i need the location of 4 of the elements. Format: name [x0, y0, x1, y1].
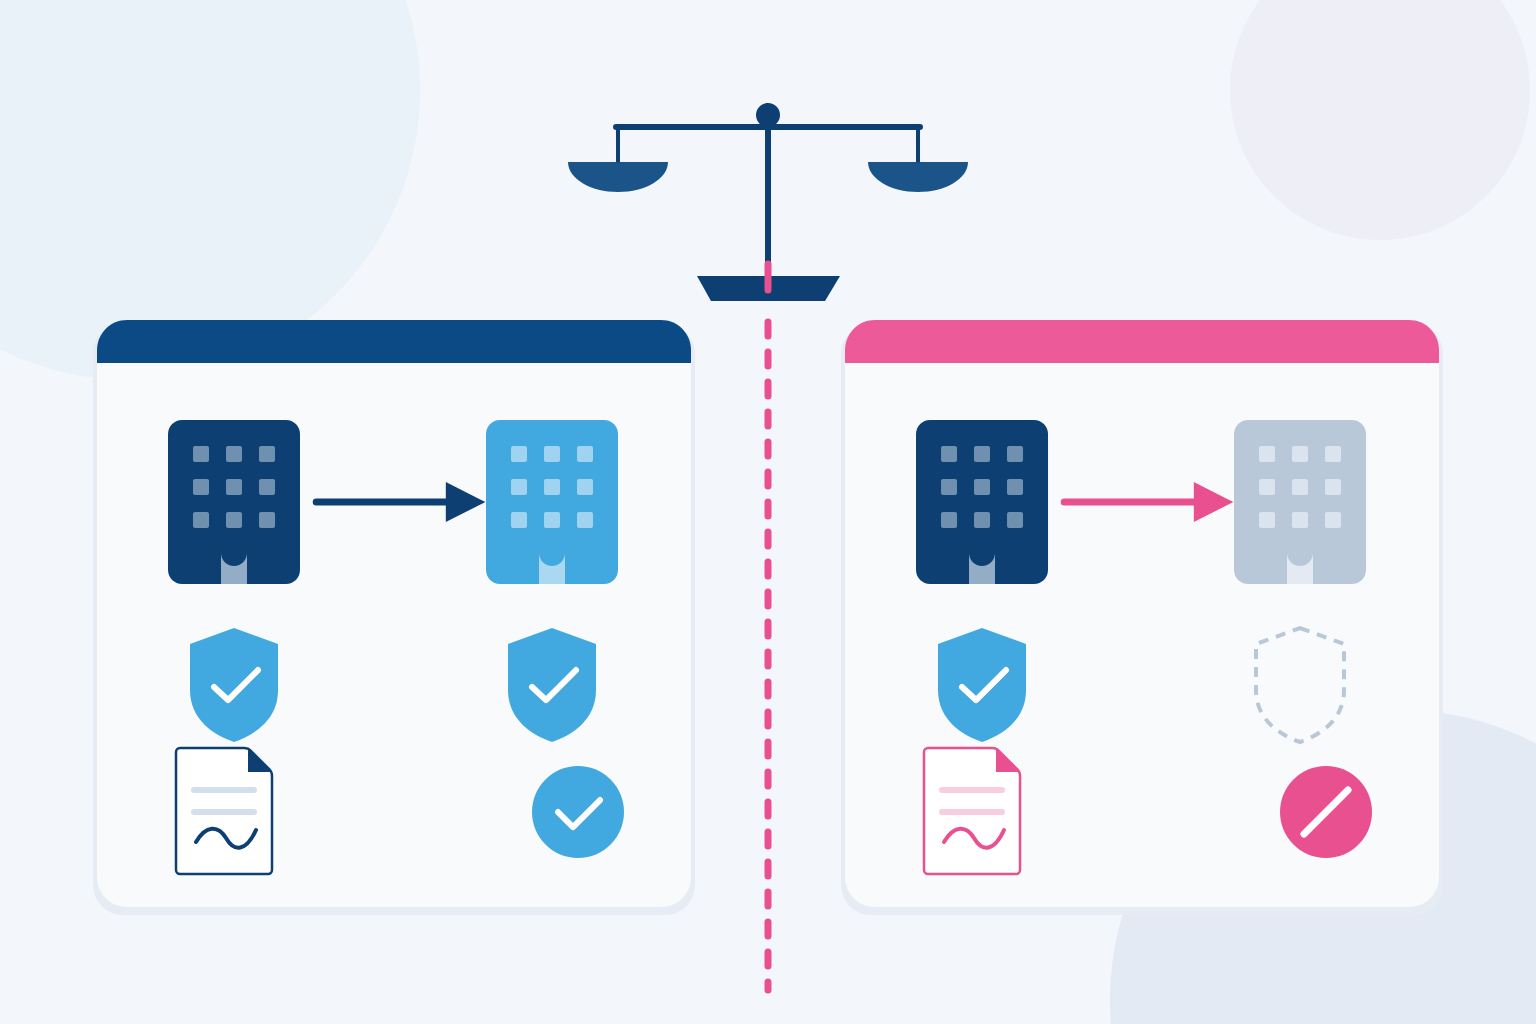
- building-icon: [1234, 420, 1366, 584]
- building-icon: [916, 420, 1048, 584]
- building-icon: [486, 420, 618, 584]
- building-icon: [168, 420, 300, 584]
